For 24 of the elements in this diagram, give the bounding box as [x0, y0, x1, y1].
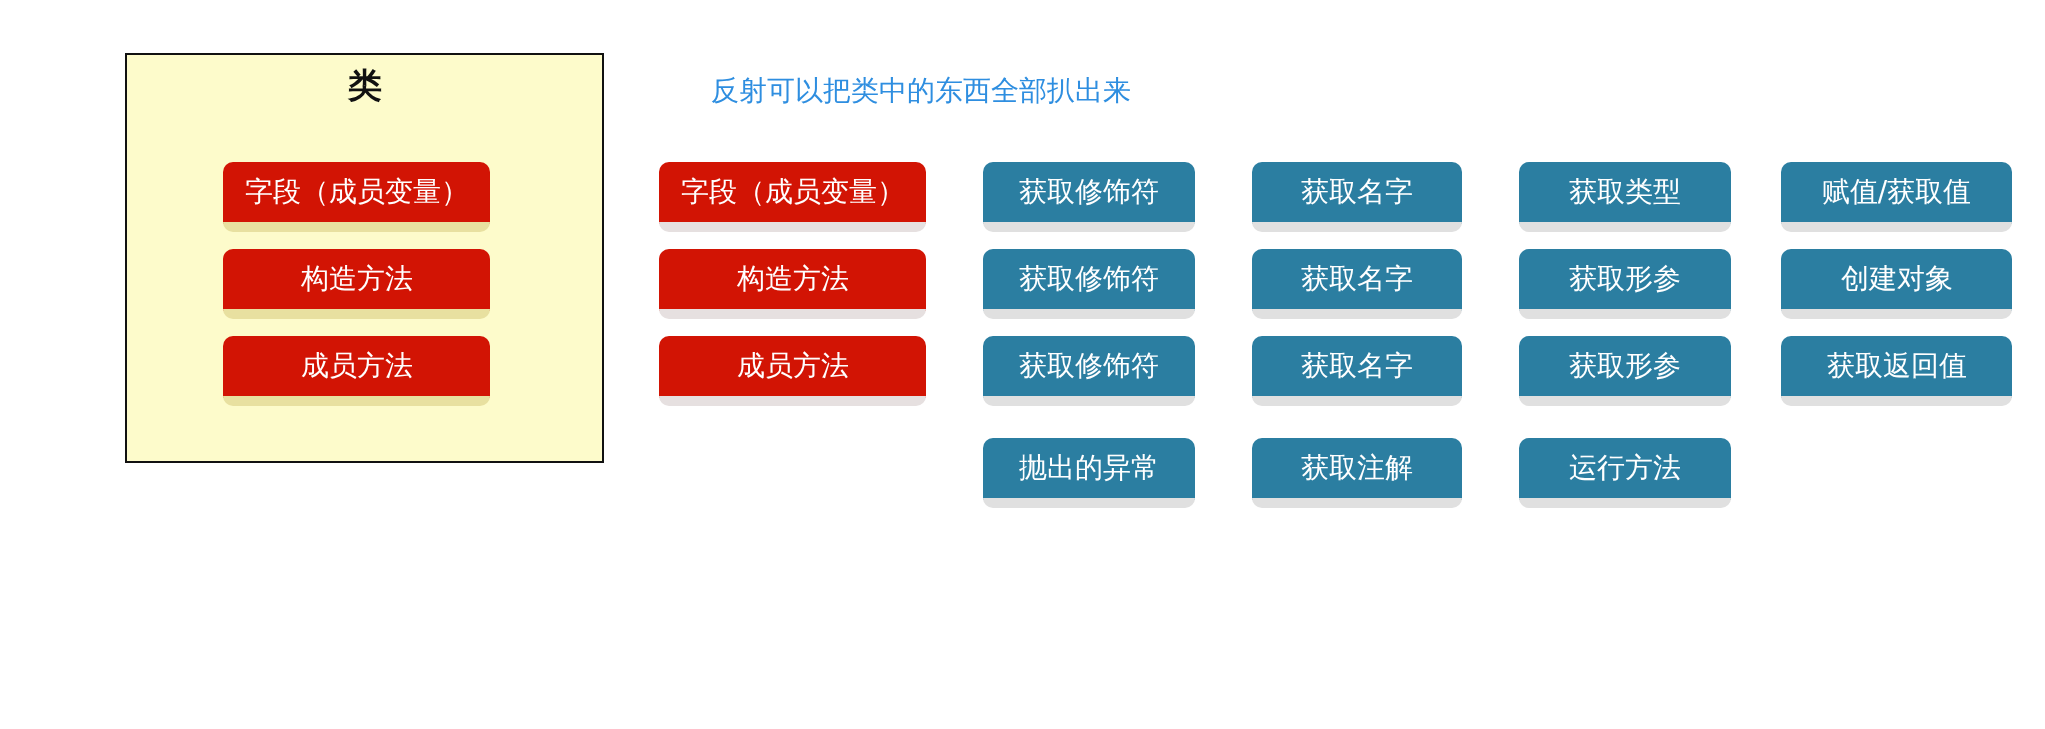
- member-box: 构造方法: [659, 249, 926, 319]
- container-title: 类: [346, 64, 383, 107]
- operation-box: 创建对象: [1781, 249, 2012, 319]
- member-box: 字段（成员变量）: [223, 162, 490, 232]
- operation-box: 抛出的异常: [983, 438, 1195, 508]
- member-box: 字段（成员变量）: [659, 162, 926, 232]
- member-box: 成员方法: [659, 336, 926, 406]
- member-box: 成员方法: [223, 336, 490, 406]
- class-container: [125, 53, 604, 463]
- operation-box: 获取修饰符: [983, 162, 1195, 232]
- operation-box: 获取返回值: [1781, 336, 2012, 406]
- note-text: 反射可以把类中的东西全部扒出来: [711, 73, 1131, 109]
- operation-box: 获取修饰符: [983, 336, 1195, 406]
- operation-box: 赋值/获取值: [1781, 162, 2012, 232]
- operation-box: 运行方法: [1519, 438, 1731, 508]
- operation-box: 获取名字: [1252, 336, 1462, 406]
- operation-box: 获取注解: [1252, 438, 1462, 508]
- operation-box: 获取形参: [1519, 249, 1731, 319]
- operation-box: 获取形参: [1519, 336, 1731, 406]
- operation-box: 获取名字: [1252, 162, 1462, 232]
- member-box: 构造方法: [223, 249, 490, 319]
- operation-box: 获取类型: [1519, 162, 1731, 232]
- operation-box: 获取名字: [1252, 249, 1462, 319]
- operation-box: 获取修饰符: [983, 249, 1195, 319]
